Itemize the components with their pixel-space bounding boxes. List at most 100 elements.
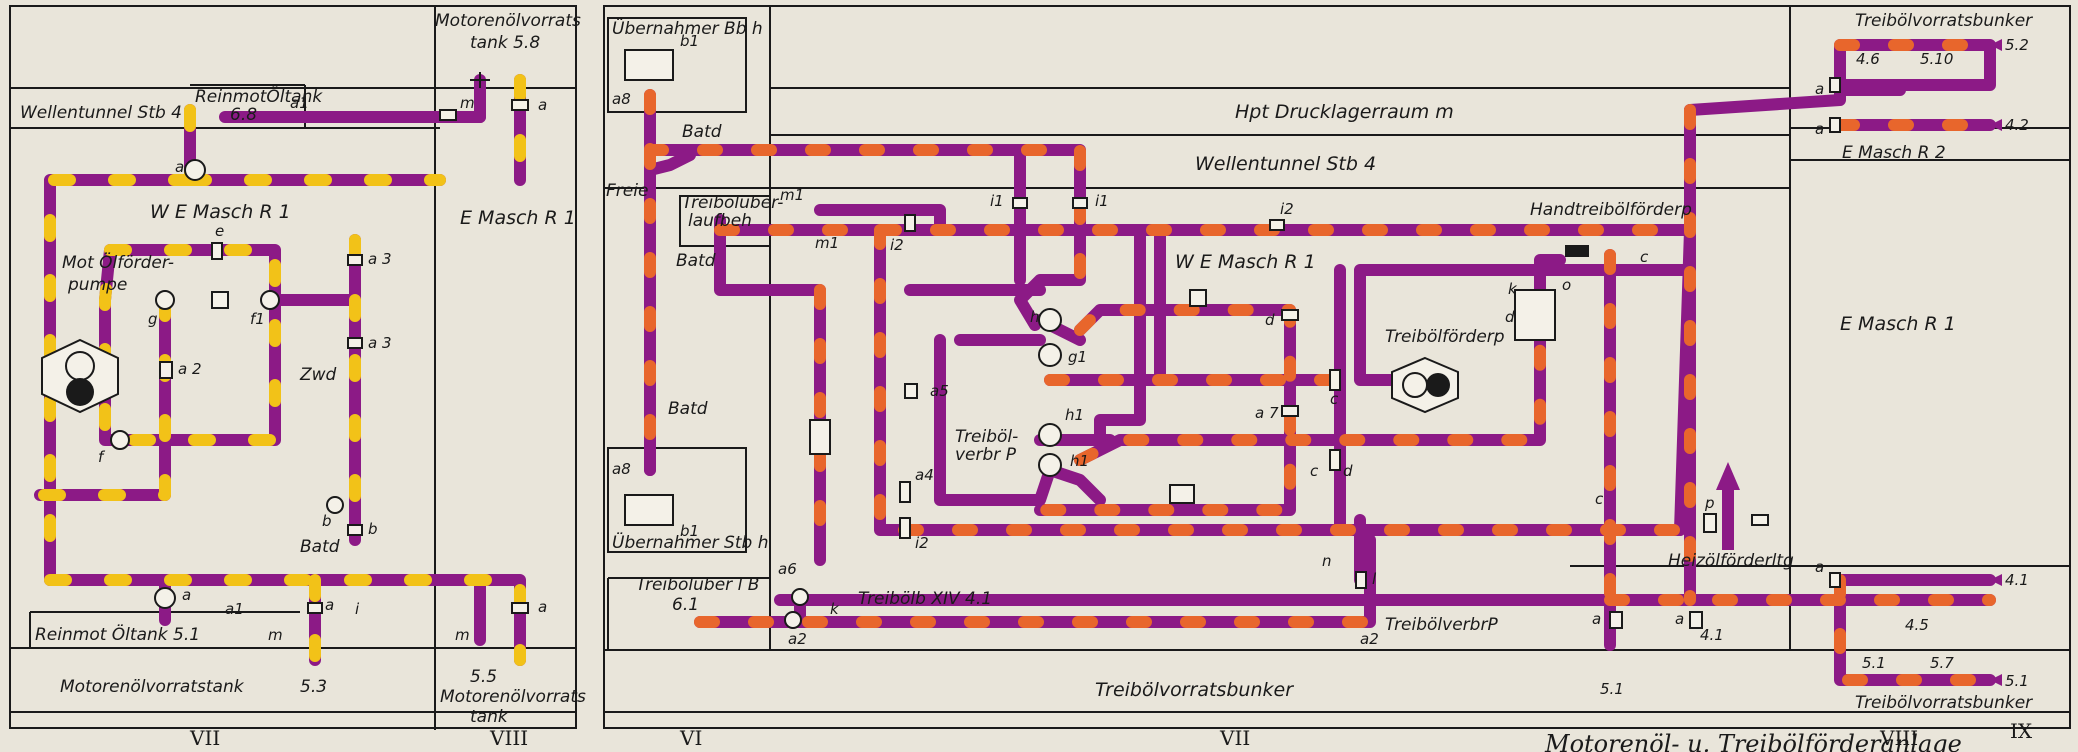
valve-label-e: e: [215, 222, 224, 240]
valve-label-n: n: [1322, 552, 1332, 570]
label-treibolverbr-1: Treiböl-: [955, 427, 1018, 447]
label-batd-left: Batd: [300, 537, 340, 557]
valve-i1-b-icon: [1072, 197, 1088, 209]
valve-i2-bottom-icon: [899, 517, 911, 539]
valve-label-c-hand: c: [1640, 248, 1649, 266]
sight-glass-icon: [809, 419, 831, 455]
filter-icon: [211, 291, 229, 309]
label-treibolverbrP: TreibölverbrP: [1385, 615, 1498, 635]
valve-d-icon: [1281, 309, 1299, 321]
label-treibolub-2: 6.1: [672, 595, 699, 615]
valve-b-icon: [347, 524, 363, 536]
valve-a-51-icon: [1609, 611, 1623, 629]
valve-label-h1-a: h1: [1065, 406, 1084, 424]
label-ubernehmer-top: Übernahmer Bb h: [612, 17, 763, 39]
valve-a3-top-icon: [347, 254, 363, 266]
valve-label-c-heiz: c: [1595, 490, 1604, 508]
valve-g-icon: [155, 290, 175, 310]
label-a8-bottom: a8: [612, 460, 631, 478]
right-labels: Übernahmer Bb h b1 a8 Batd Freie Treiböl…: [606, 11, 2033, 752]
valve-label-l: l: [1372, 570, 1377, 588]
label-treibolub-1: Treibölüber l B: [636, 575, 759, 595]
label-b1-bottom: b1: [680, 522, 699, 540]
label-batd-low: Batd: [668, 399, 708, 419]
valve-label-a-41b: a: [1675, 610, 1684, 628]
label-roman-ix: IX: [2010, 719, 2033, 743]
label-motorenolvorratstank: Motorenölvorratstank: [60, 677, 245, 697]
label-reinmot-bottom: Reinmot Öltank 5.1: [35, 623, 200, 645]
fuel-pump-icon: [1391, 356, 1459, 414]
label-we-masch-left: W E Masch R 1: [150, 201, 291, 223]
valve-label-a2-far: a2: [1360, 630, 1379, 648]
valve-label-c-upper: c: [1330, 390, 1339, 408]
valve-label-m-bottom-left: m: [268, 626, 283, 644]
left-components: [41, 72, 529, 614]
label-roman-vi: VI: [679, 726, 702, 750]
valve-label-a-41: a: [1815, 558, 1824, 576]
valve-c-lower-icon: [1329, 449, 1341, 471]
valve-a-41-icon: [1829, 572, 1841, 588]
valve-a2-icon: [159, 361, 173, 379]
label-tank-45: 4.5: [1905, 616, 1929, 634]
label-roman-viii-left: VIII: [489, 726, 528, 750]
valve-h1-bottom-icon: [1038, 453, 1062, 477]
valve-label-i1-a: i1: [990, 192, 1004, 210]
label-motorenol-bottom-1: Motorenölvorrats: [440, 687, 586, 707]
valve-label-a1-bottom: a1: [225, 600, 244, 618]
valve-label-i2-top: i2: [1280, 200, 1294, 218]
valve-a5-icon: [904, 383, 918, 399]
valve-b-handwheel-icon: [326, 496, 344, 514]
label-motorenol-bottom-2: tank: [470, 707, 509, 727]
label-emasch-left: E Masch R 1: [460, 207, 576, 229]
valve-label-a-51: a: [1592, 610, 1601, 628]
gear-pump-icon: [41, 338, 119, 414]
label-tank-510: 5.10: [1920, 50, 1953, 68]
label-tank-42: 4.2: [2005, 116, 2029, 134]
label-motorenol-top: Motorenölvorrats: [435, 11, 581, 31]
valve-label-a-bottom-right: a: [538, 598, 547, 616]
label-batd-top: Batd: [682, 122, 722, 142]
label-batd-mid: Batd: [676, 251, 716, 271]
valve-label-p: p: [1704, 494, 1715, 512]
label-tank-46: 4.6: [1856, 50, 1880, 68]
valve-label-a5: a5: [930, 382, 949, 400]
pump-a-bottom-icon: [154, 587, 176, 609]
valve-label-f: f: [98, 448, 106, 466]
label-treibol-lauf-1: Treibölüber-: [682, 193, 783, 213]
valve-f1-icon: [260, 290, 280, 310]
valve-i2-top-icon: [1269, 219, 1285, 231]
label-emasch-1-right: E Masch R 1: [1840, 313, 1956, 335]
valve-label-a-42: a: [1815, 120, 1824, 138]
valve-label-a-bottom-mid: a: [325, 596, 334, 614]
label-b1-top: b1: [680, 32, 699, 50]
label-heizol: Heizölförderltg: [1668, 551, 1794, 571]
label-tank-53: 5.3: [300, 677, 327, 697]
label-roman-vii-right: VII: [1219, 726, 1250, 750]
filter-right-icon: [1189, 289, 1207, 307]
valve-i2-left-icon: [904, 214, 916, 232]
valve-label-b-left: b: [322, 512, 332, 530]
label-tank-57: 5.7: [1930, 654, 1954, 672]
label-reinmot-top-num: 6.8: [230, 105, 257, 125]
handtreibol-valve-icon: [1565, 245, 1589, 257]
label-treibolverbr-2: verbr P: [955, 445, 1017, 465]
diagram-caption: Motorenöl- u. Treibölförderanlage: [1544, 730, 1962, 752]
valve-label-a-52: a: [1815, 80, 1824, 98]
right-panel-frame: [603, 5, 2071, 729]
label-wellentunnel-right: Wellentunnel Stb 4: [1195, 153, 1376, 175]
valve-label-i2-left: i2: [890, 236, 904, 254]
valve-a-bottom-left-icon: [307, 602, 323, 614]
valve-e-icon: [211, 242, 223, 260]
valve-h1-top-icon: [1038, 423, 1062, 447]
valve-label-a-tank58: a: [538, 96, 547, 114]
valve-label-a-top: a: [175, 158, 184, 176]
valve-a-tank58-icon: [511, 99, 529, 111]
label-treibol-lauf-2: laufbeh: [688, 211, 752, 231]
valve-g1-icon: [1038, 343, 1062, 367]
label-wellentunnel-left: Wellentunnel Stb 4: [20, 103, 182, 123]
valve-a-bottom-right-icon: [511, 602, 529, 614]
label-hpt-drucklager: Hpt Drucklagerraum m: [1235, 101, 1454, 123]
valve-label-a4: a4: [915, 466, 934, 484]
valve-label-a3-top: a 3: [368, 250, 392, 268]
